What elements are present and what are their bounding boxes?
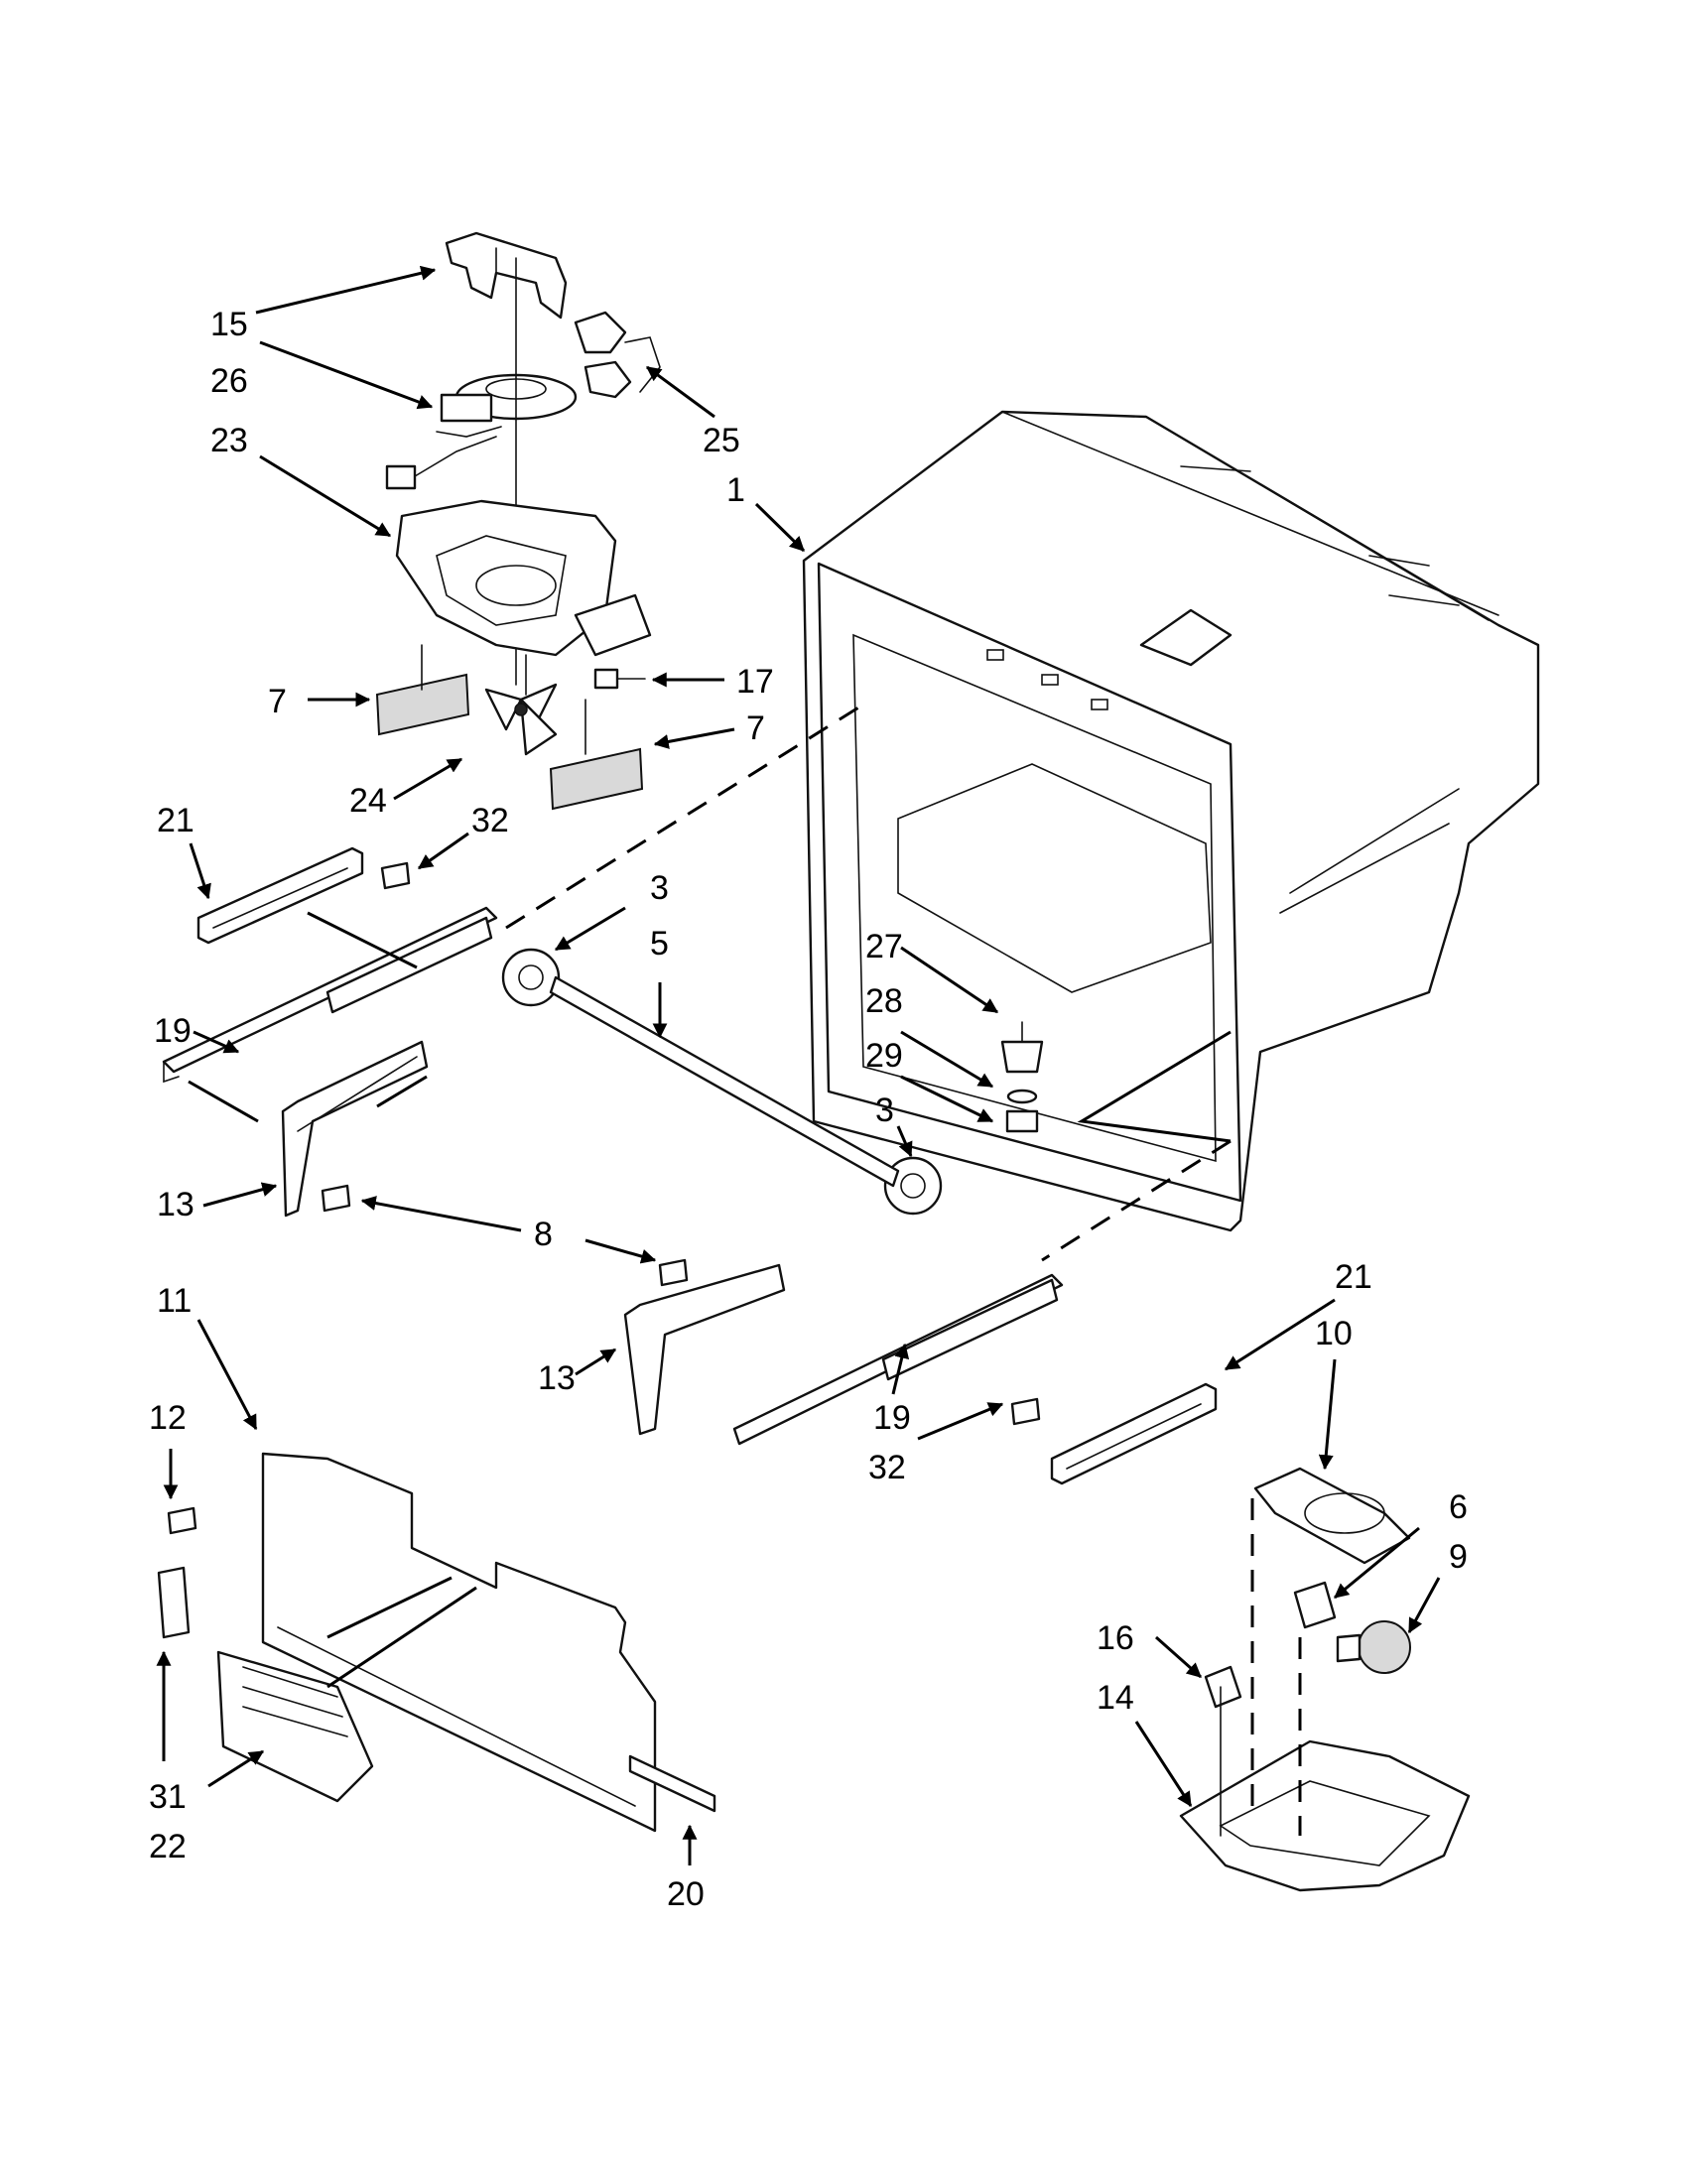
callout-19-upper: 19: [154, 1012, 192, 1050]
callout-10: 10: [1315, 1315, 1353, 1352]
callout-28: 28: [865, 982, 903, 1020]
callout-15: 15: [210, 306, 248, 343]
callout-17: 17: [736, 663, 774, 701]
callout-27: 27: [865, 928, 903, 965]
callout-9: 9: [1449, 1538, 1468, 1576]
callout-22: 22: [149, 1828, 187, 1865]
callout-20: 20: [667, 1875, 705, 1913]
callout-19-lower: 19: [873, 1399, 911, 1437]
evaporator-fan-assembly: [375, 231, 661, 811]
callout-24: 24: [349, 782, 387, 820]
callout-16: 16: [1097, 1619, 1134, 1657]
callout-8: 8: [534, 1216, 553, 1253]
callout-1: 1: [726, 471, 745, 509]
callout-12: 12: [149, 1399, 187, 1437]
callout-23: 23: [210, 422, 248, 459]
callout-7-left: 7: [268, 683, 287, 720]
callout-3-upper: 3: [650, 869, 669, 907]
drawer-basket: [802, 410, 1540, 1232]
callout-7-right: 7: [746, 709, 765, 747]
leader-arrows: [156, 265, 1441, 1865]
callout-31: 31: [149, 1778, 187, 1816]
alignment-lines: [188, 703, 1232, 1689]
callout-26: 26: [210, 362, 248, 400]
callout-21-lower: 21: [1335, 1258, 1372, 1296]
lower-cover-assembly: [157, 1452, 716, 1833]
callout-14: 14: [1097, 1679, 1134, 1717]
callout-21-upper: 21: [157, 802, 195, 839]
callout-32-lower: 32: [868, 1449, 906, 1486]
callout-5: 5: [650, 925, 669, 963]
callout-6: 6: [1449, 1488, 1468, 1526]
callout-13-lower: 13: [538, 1359, 576, 1397]
callout-11: 11: [157, 1282, 192, 1320]
callout-32-upper: 32: [471, 802, 509, 839]
callout-29: 29: [865, 1037, 903, 1075]
callout-labels: 15 26 23 25 1 7 17 7 24 21 32 3 5 19 13 …: [149, 306, 1468, 1913]
callout-25: 25: [703, 422, 740, 459]
callout-13-upper: 13: [157, 1186, 195, 1223]
callout-3-lower: 3: [875, 1092, 894, 1129]
light-assembly: [1179, 1467, 1471, 1892]
